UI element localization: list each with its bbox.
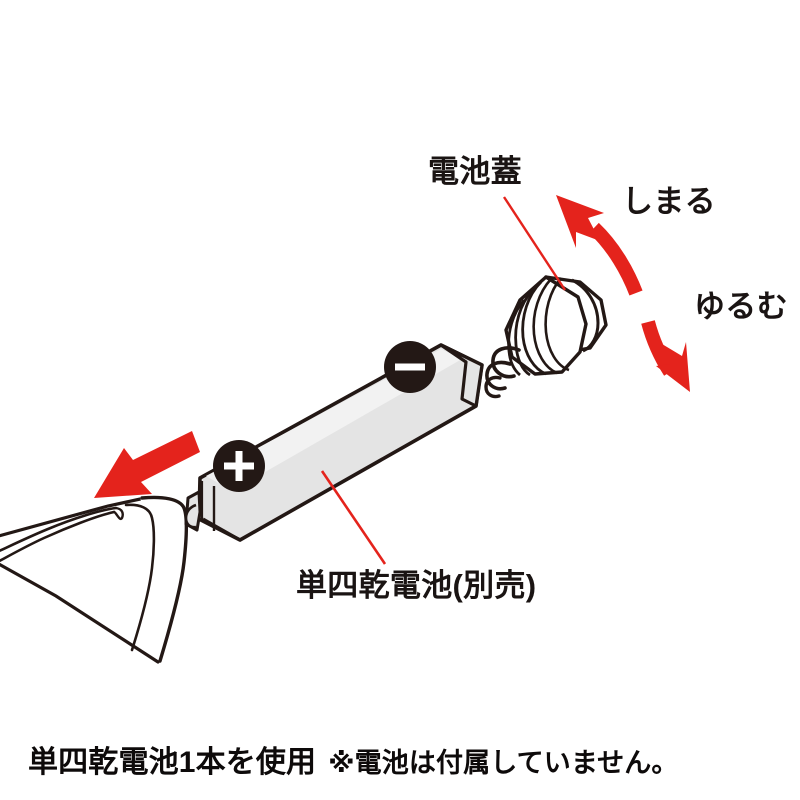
pen-barrel <box>0 495 188 664</box>
battery-leader-line <box>320 470 387 565</box>
label-tighten: しまる <box>622 184 716 219</box>
label-battery-name: 単四乾電池(別売) <box>296 568 537 603</box>
insert-arrow <box>94 431 200 498</box>
footer-disclaimer-text: ※電池は付属していません。 <box>328 748 679 778</box>
battery-minus-terminal <box>384 341 436 393</box>
loosen-arrow <box>641 320 690 392</box>
footer-main-text: 単四乾電池1本を使用 <box>28 746 317 779</box>
footer-note-row: 単四乾電池1本を使用 ※電池は付属していません。 <box>28 737 679 781</box>
battery-plus-terminal <box>213 440 265 492</box>
tighten-arrow <box>556 195 643 296</box>
label-battery-cap: 電池蓋 <box>428 154 522 189</box>
battery-cap <box>484 275 608 399</box>
cap-leader-line <box>502 196 567 291</box>
label-loosen: ゆるむ <box>694 289 788 324</box>
